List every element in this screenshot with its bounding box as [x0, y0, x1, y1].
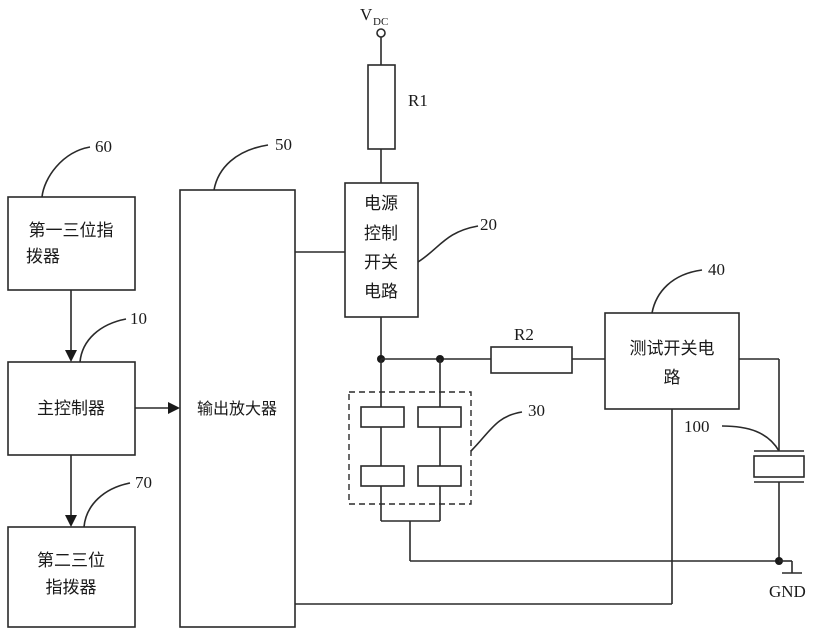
power-switch-box	[344, 182, 419, 318]
output-amplifier-block: 输出放大器	[179, 189, 296, 628]
leader-30	[470, 411, 523, 452]
r2-body	[490, 346, 573, 374]
ref-40: 40	[708, 260, 725, 279]
leader-40	[651, 269, 703, 314]
load-element-1	[360, 406, 405, 428]
second-dip-switch-box	[7, 526, 136, 628]
power-control-switch-block: 电源 控制 开关 电路	[344, 182, 419, 318]
resistor-r1: R1	[367, 64, 428, 183]
r2-label: R2	[514, 325, 534, 344]
leader-50	[213, 144, 269, 191]
first-dip-switch-line-1: 第一三位指	[29, 221, 114, 241]
vdc-terminal: V DC	[360, 5, 388, 65]
leader-20	[417, 225, 479, 263]
load-element-4	[417, 465, 462, 487]
leader-10	[79, 318, 127, 363]
arrow-switch1-to-controller	[65, 350, 77, 362]
main-controller-block: 主控制器	[7, 361, 136, 456]
ref-10: 10	[130, 309, 147, 328]
vdc-node	[376, 28, 386, 38]
arrow-controller-to-amplifier	[168, 402, 180, 414]
output-amplifier-box	[179, 189, 296, 628]
test-switch-box	[604, 312, 740, 410]
test-switch-block: 测试开关电 路	[604, 312, 740, 410]
second-dip-switch-line-2: 指拨器	[46, 578, 97, 598]
second-dip-switch-line-1: 第二三位	[37, 551, 105, 571]
vdc-label: V	[360, 5, 373, 24]
output-amplifier-label: 输出放大器	[197, 399, 277, 418]
first-dip-switch-box	[7, 196, 136, 291]
arrow-controller-to-switch2	[65, 515, 77, 527]
power-switch-line-1: 电源	[364, 194, 398, 214]
ref-30: 30	[528, 401, 545, 420]
leader-60	[41, 146, 91, 198]
r1-body	[367, 64, 396, 150]
test-switch-line-2: 路	[664, 368, 681, 388]
vdc-subscript: DC	[373, 16, 388, 28]
crystal-body	[753, 455, 805, 478]
ref-20: 20	[480, 215, 497, 234]
crystal-device-block	[753, 450, 805, 483]
load-array-dashed-boundary	[348, 391, 472, 505]
load-array-block	[348, 359, 472, 522]
resistor-r2: R2	[490, 325, 573, 374]
main-controller-label: 主控制器	[37, 399, 105, 419]
r1-label: R1	[408, 91, 428, 110]
load-element-3	[360, 465, 405, 487]
leader-100	[721, 425, 780, 452]
gnd-label: GND	[769, 582, 806, 601]
ref-60: 60	[95, 137, 112, 156]
power-switch-line-2: 控制	[364, 224, 398, 244]
first-dip-switch-line-2: 拨器	[26, 247, 60, 267]
ref-100: 100	[684, 417, 710, 436]
first-dip-switch-block: 第一三位指 拨器	[7, 196, 136, 291]
power-switch-line-4: 电路	[364, 282, 398, 302]
leader-70	[83, 482, 131, 528]
load-element-2	[417, 406, 462, 428]
second-dip-switch-block: 第二三位 指拨器	[7, 526, 136, 628]
power-switch-line-3: 开关	[364, 253, 398, 273]
ref-70: 70	[135, 473, 152, 492]
main-controller-box	[7, 361, 136, 456]
test-switch-line-1: 测试开关电	[630, 339, 715, 359]
ref-50: 50	[275, 135, 292, 154]
